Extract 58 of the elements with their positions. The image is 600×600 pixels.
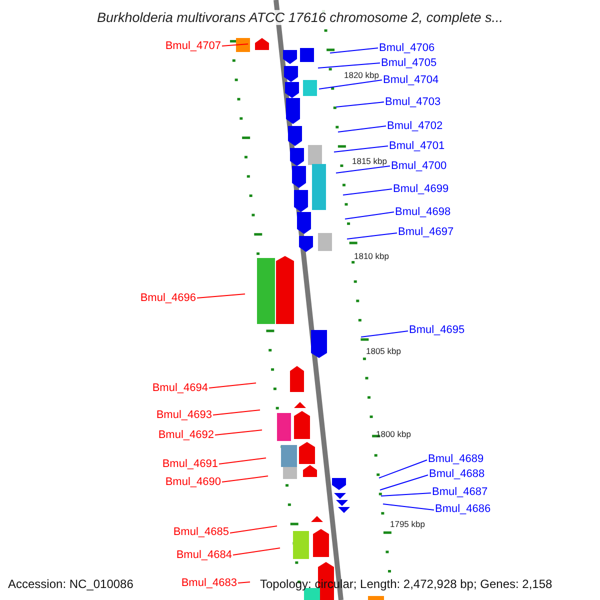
gene-label: Bmul_4697 xyxy=(398,226,454,238)
gene-label: Bmul_4705 xyxy=(381,57,437,69)
leader-line xyxy=(208,382,256,388)
map-title: Burkholderia multivorans ATCC 17616 chromosome 2, complete s... xyxy=(97,10,503,25)
leader-line xyxy=(230,526,278,534)
leader-line xyxy=(214,430,262,436)
leader-line xyxy=(346,232,398,240)
gene-label: Bmul_4706 xyxy=(379,42,435,54)
gene-label: Bmul_4693 xyxy=(156,409,212,421)
scale-label: 1820 kbp xyxy=(344,71,379,80)
gene-label: Bmul_4699 xyxy=(393,183,449,195)
leader-line xyxy=(360,330,408,338)
gene-label: Bmul_4702 xyxy=(387,120,443,132)
gene-label: Bmul_4691 xyxy=(162,458,218,470)
leader-line xyxy=(344,212,394,220)
leader-line xyxy=(232,548,280,556)
info-text: Accession: NC_010086 xyxy=(8,577,134,591)
leader-line xyxy=(336,102,384,108)
leader-line xyxy=(380,474,428,490)
gene-label: Bmul_4687 xyxy=(432,486,488,498)
leader-line xyxy=(222,44,248,46)
leader-line xyxy=(338,126,386,132)
leader-line xyxy=(378,460,428,478)
leader-line xyxy=(334,146,388,152)
leader-line xyxy=(238,582,250,584)
gene-label: Bmul_4684 xyxy=(176,549,232,561)
gene-label: Bmul_4696 xyxy=(140,292,196,304)
gene-label: Bmul_4700 xyxy=(391,160,447,172)
leader-line xyxy=(330,48,378,54)
leader-line xyxy=(196,294,246,298)
gene-label: Bmul_4690 xyxy=(165,476,221,488)
gene-label: Bmul_4703 xyxy=(385,96,441,108)
gene-label: Bmul_4707 xyxy=(165,40,221,52)
scale-label: 1805 kbp xyxy=(366,347,401,356)
gene-label: Bmul_4704 xyxy=(383,74,439,86)
gene-label: Bmul_4685 xyxy=(173,526,229,538)
gene-label: Bmul_4701 xyxy=(389,140,445,152)
leader-line xyxy=(318,80,382,90)
leader-line xyxy=(318,62,380,68)
scale-label: 1800 kbp xyxy=(376,430,411,439)
scale-label: 1810 kbp xyxy=(354,252,389,261)
leader-line xyxy=(336,166,390,174)
gene-label: Bmul_4694 xyxy=(152,382,208,394)
gene-label: Bmul_4688 xyxy=(429,468,485,480)
gene-label: Bmul_4692 xyxy=(158,429,214,441)
leader-line xyxy=(218,458,266,464)
gene-label: Bmul_4686 xyxy=(435,503,491,515)
gene-label: Bmul_4695 xyxy=(409,324,465,336)
scale-label: 1795 kbp xyxy=(390,520,425,529)
leader-line xyxy=(382,504,434,510)
leader-line xyxy=(222,476,268,482)
scale-label: 1815 kbp xyxy=(352,157,387,166)
leader-line xyxy=(342,188,392,196)
gene-label: Bmul_4689 xyxy=(428,453,484,465)
gene-label: Bmul_4698 xyxy=(395,206,451,218)
gene-label: Bmul_4683 xyxy=(181,577,237,589)
leader-line xyxy=(380,492,432,496)
leader-line xyxy=(212,410,260,416)
